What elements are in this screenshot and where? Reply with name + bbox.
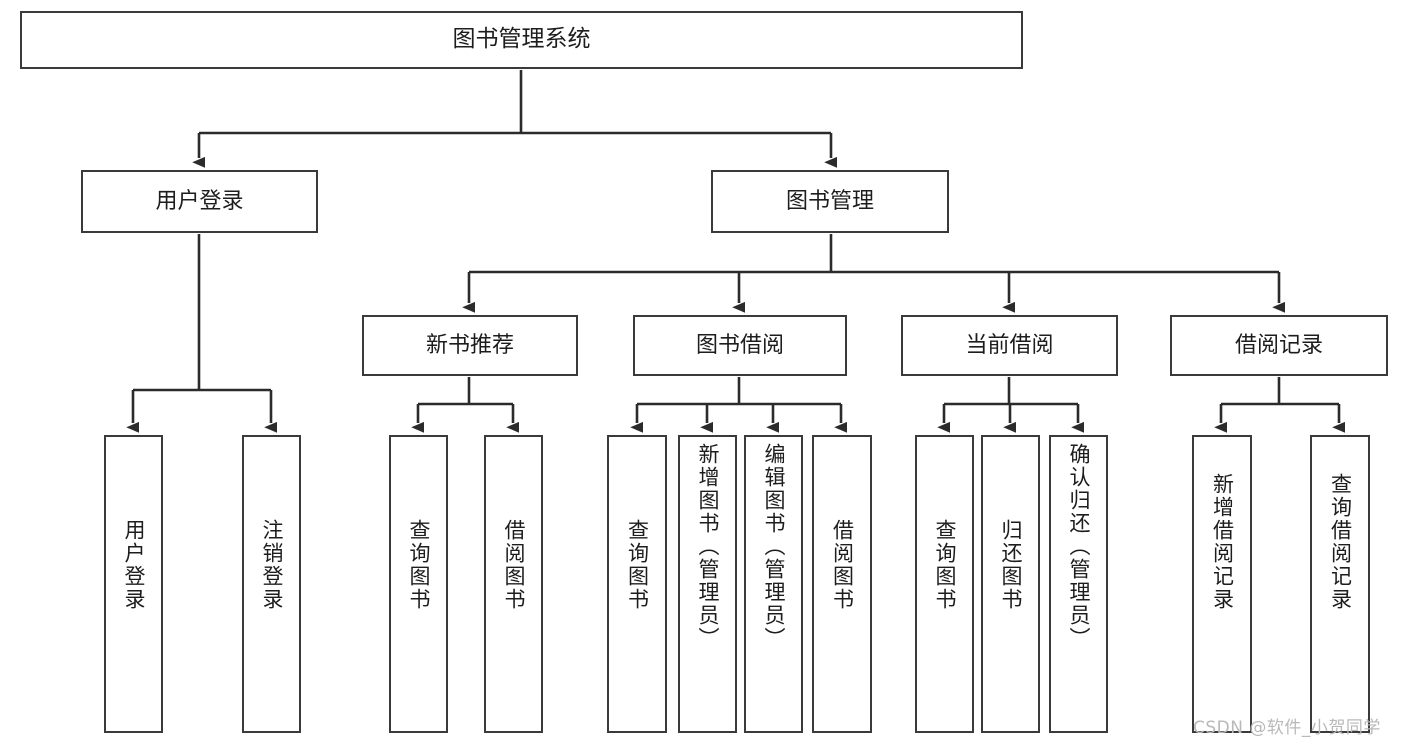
node-leaf-query-book-2-label: 查询图书	[625, 519, 650, 611]
node-book-management-label: 图书管理	[785, 188, 874, 214]
node-root-system-label: 图书管理系统	[452, 26, 591, 53]
node-leaf-logout-label: 注销登录	[260, 519, 284, 611]
node-current-borrow-label: 当前借阅	[965, 332, 1054, 358]
node-user-login[interactable]: 用户登录	[81, 170, 318, 233]
node-leaf-query-record-label: 查询借阅记录	[1328, 473, 1353, 611]
node-leaf-borrow-book-1-label: 借阅图书	[502, 519, 526, 611]
node-leaf-borrow-book-1[interactable]: 借阅图书	[484, 435, 543, 733]
node-leaf-borrow-book-2-label: 借阅图书	[830, 519, 855, 611]
node-current-borrow[interactable]: 当前借阅	[901, 315, 1118, 376]
node-leaf-add-record-label: 新增借阅记录	[1210, 473, 1235, 611]
node-leaf-query-book-2[interactable]: 查询图书	[607, 435, 667, 733]
node-leaf-edit-book-label: 编辑图书（管理员）	[762, 443, 786, 650]
node-book-borrow-label: 图书借阅	[695, 332, 784, 358]
node-leaf-query-book-3[interactable]: 查询图书	[915, 435, 974, 733]
node-leaf-borrow-book-2[interactable]: 借阅图书	[812, 435, 872, 733]
node-leaf-query-record[interactable]: 查询借阅记录	[1310, 435, 1370, 733]
node-new-book-recommend[interactable]: 新书推荐	[362, 315, 578, 376]
node-borrow-record[interactable]: 借阅记录	[1170, 315, 1388, 376]
node-leaf-add-book-label: 新增图书（管理员）	[696, 443, 720, 650]
node-leaf-query-book-1-label: 查询图书	[407, 519, 431, 611]
node-user-login-label: 用户登录	[155, 188, 244, 214]
node-leaf-confirm-return-label: 确认归还（管理员）	[1067, 443, 1091, 650]
node-root-system[interactable]: 图书管理系统	[20, 11, 1023, 69]
csdn-watermark: CSDN @软件_小贺同学	[1193, 718, 1381, 738]
node-leaf-query-book-3-label: 查询图书	[933, 519, 957, 611]
node-book-borrow[interactable]: 图书借阅	[633, 315, 847, 376]
node-leaf-add-book[interactable]: 新增图书（管理员）	[678, 435, 737, 733]
node-leaf-return-book-label: 归还图书	[999, 519, 1023, 611]
node-leaf-user-login-label: 用户登录	[122, 519, 146, 611]
node-leaf-user-login[interactable]: 用户登录	[104, 435, 163, 733]
node-leaf-return-book[interactable]: 归还图书	[981, 435, 1040, 733]
node-leaf-logout[interactable]: 注销登录	[242, 435, 301, 733]
node-borrow-record-label: 借阅记录	[1234, 332, 1323, 358]
node-book-management[interactable]: 图书管理	[711, 170, 949, 233]
node-new-book-recommend-label: 新书推荐	[425, 332, 514, 358]
node-leaf-add-record[interactable]: 新增借阅记录	[1192, 435, 1252, 733]
node-leaf-confirm-return[interactable]: 确认归还（管理员）	[1049, 435, 1108, 733]
node-leaf-edit-book[interactable]: 编辑图书（管理员）	[744, 435, 803, 733]
node-leaf-query-book-1[interactable]: 查询图书	[389, 435, 448, 733]
